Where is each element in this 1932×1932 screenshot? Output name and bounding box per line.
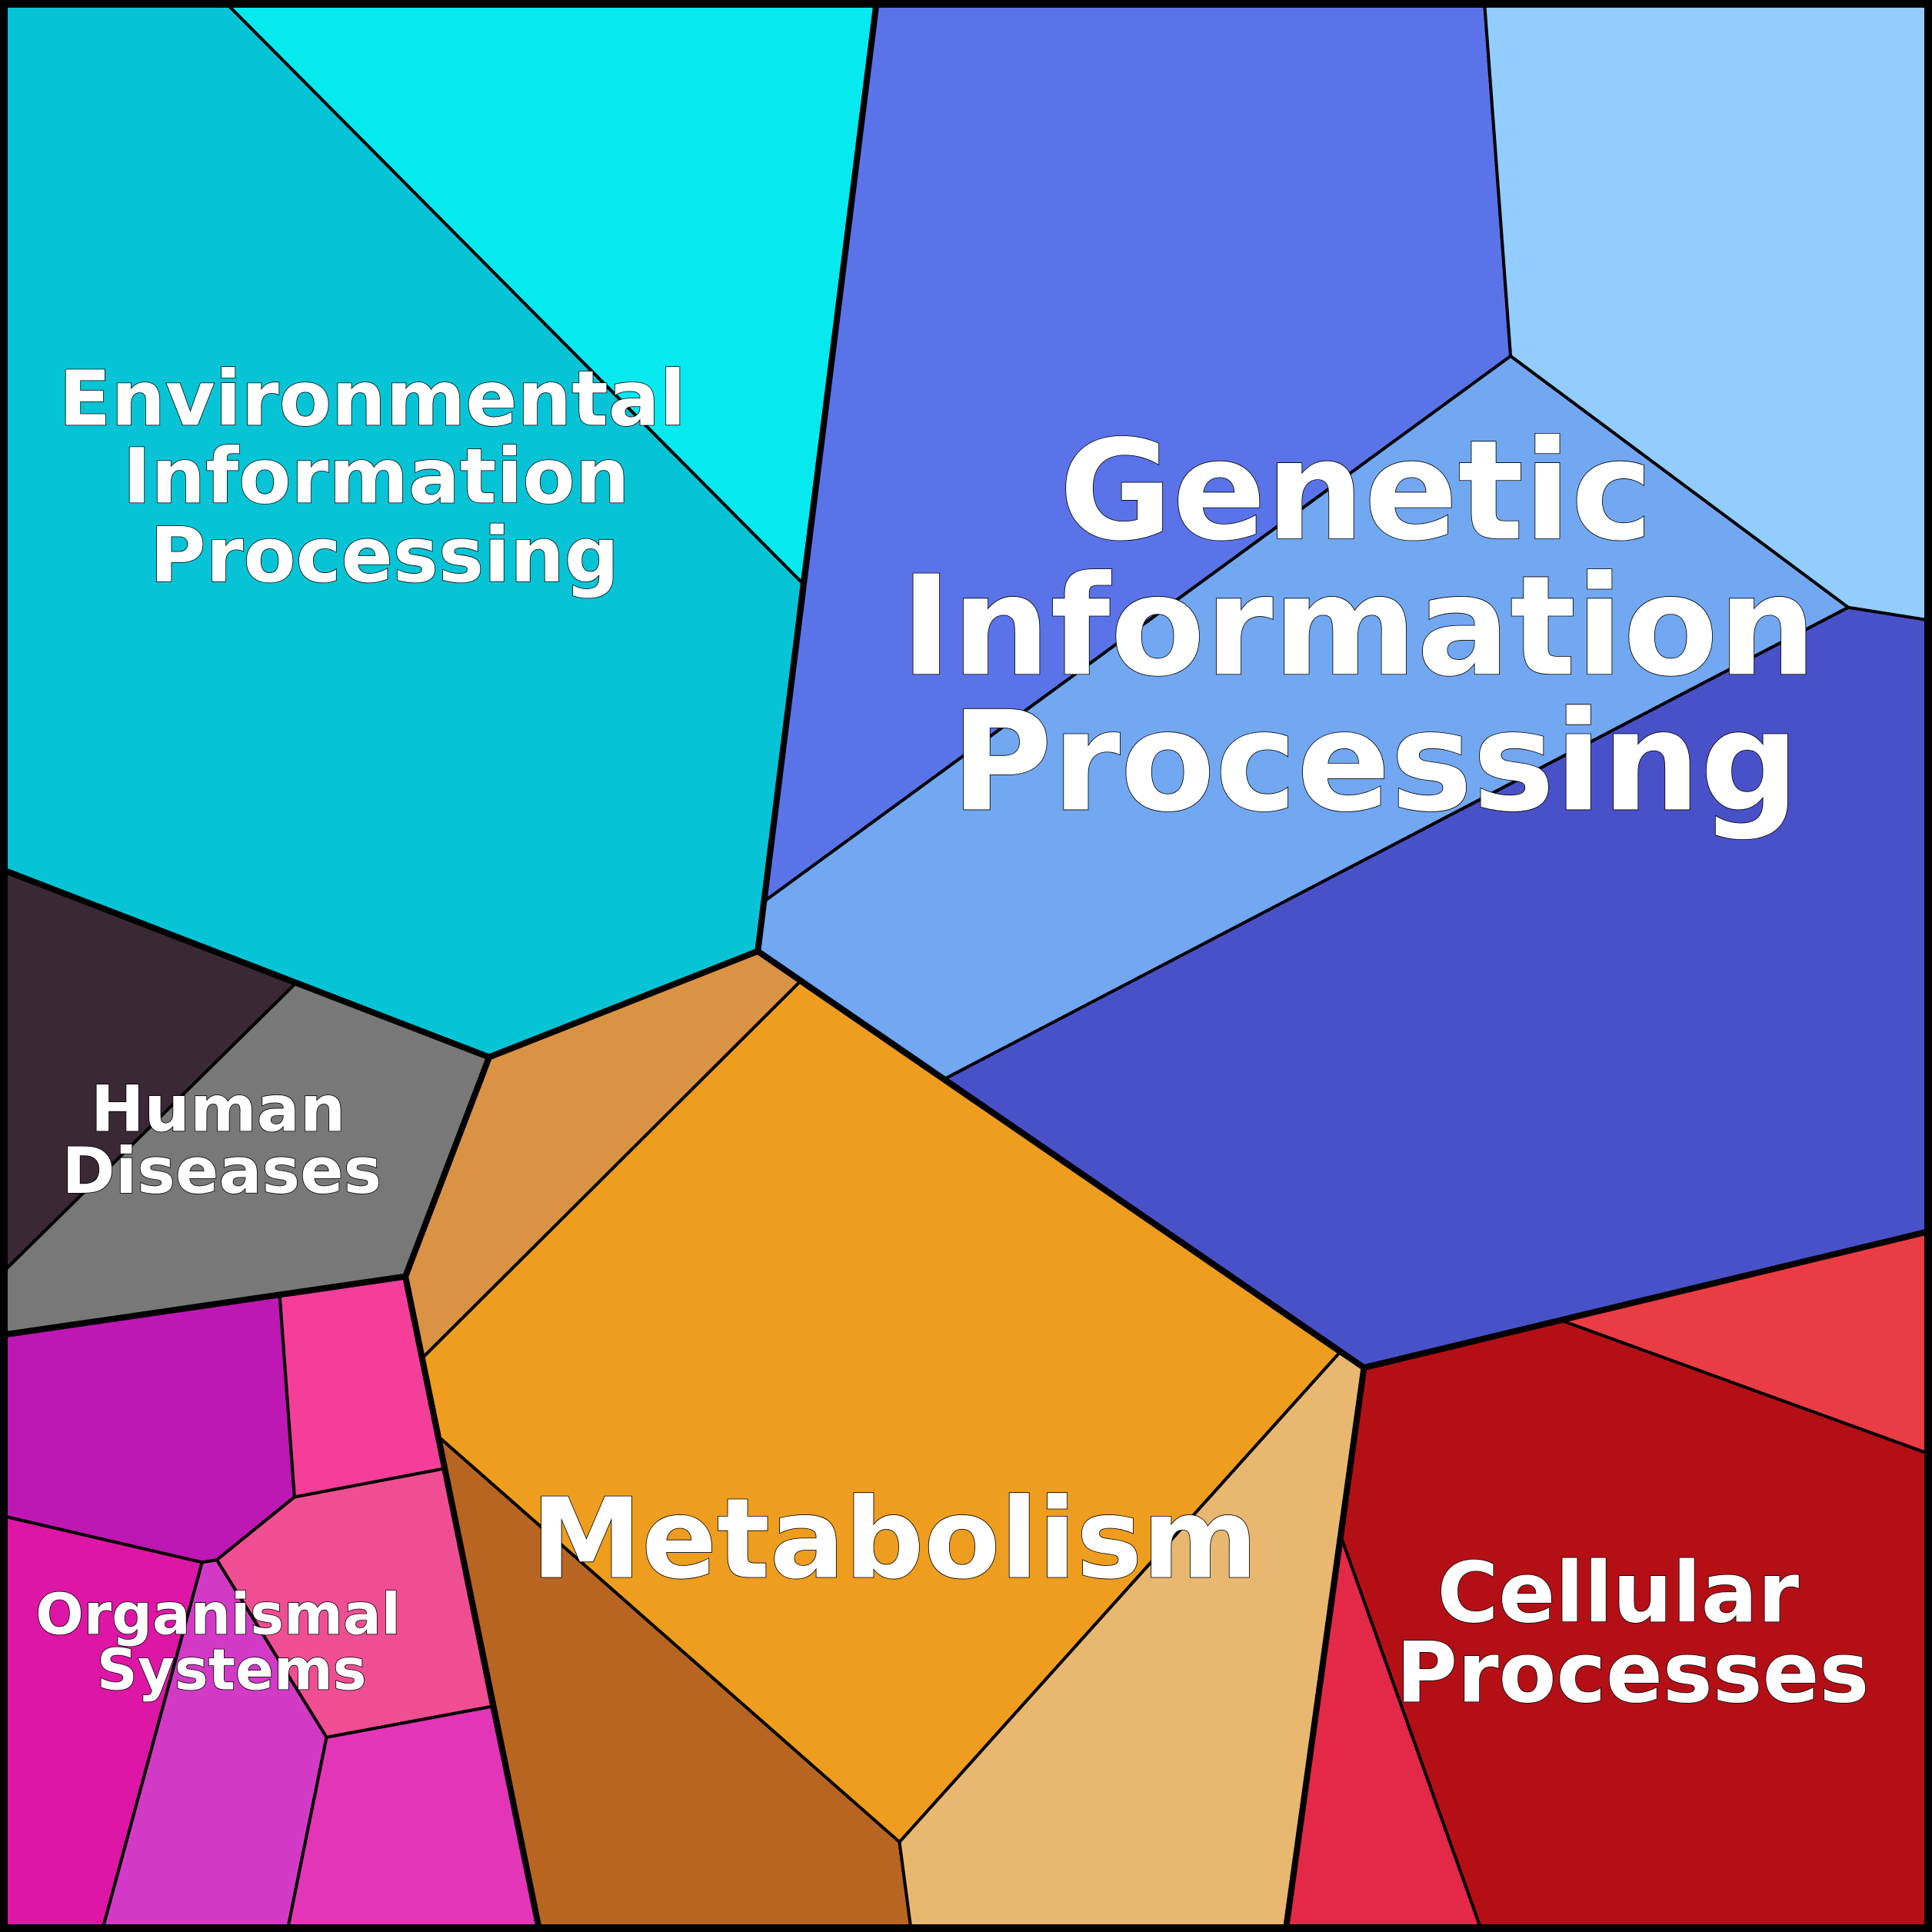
- label-cellular-processes: Cellular Processes: [1396, 1544, 1869, 1721]
- cell: [5, 1293, 296, 1564]
- label-organismal-systems: Organismal Systems: [35, 1582, 420, 1703]
- label-environmental-information-processing: Environmental Information Processing: [58, 355, 712, 600]
- label-human-diseases: Human Diseases: [62, 1072, 382, 1208]
- group-organismal-systems: [5, 1274, 541, 1927]
- group-cellular-processes: [1284, 1231, 1927, 1927]
- label-metabolism: Metabolism: [531, 1475, 1258, 1604]
- group-genetic-information-processing: [756, 5, 1927, 1370]
- label-genetic-information-processing: Genetic Information Processing: [901, 411, 1864, 842]
